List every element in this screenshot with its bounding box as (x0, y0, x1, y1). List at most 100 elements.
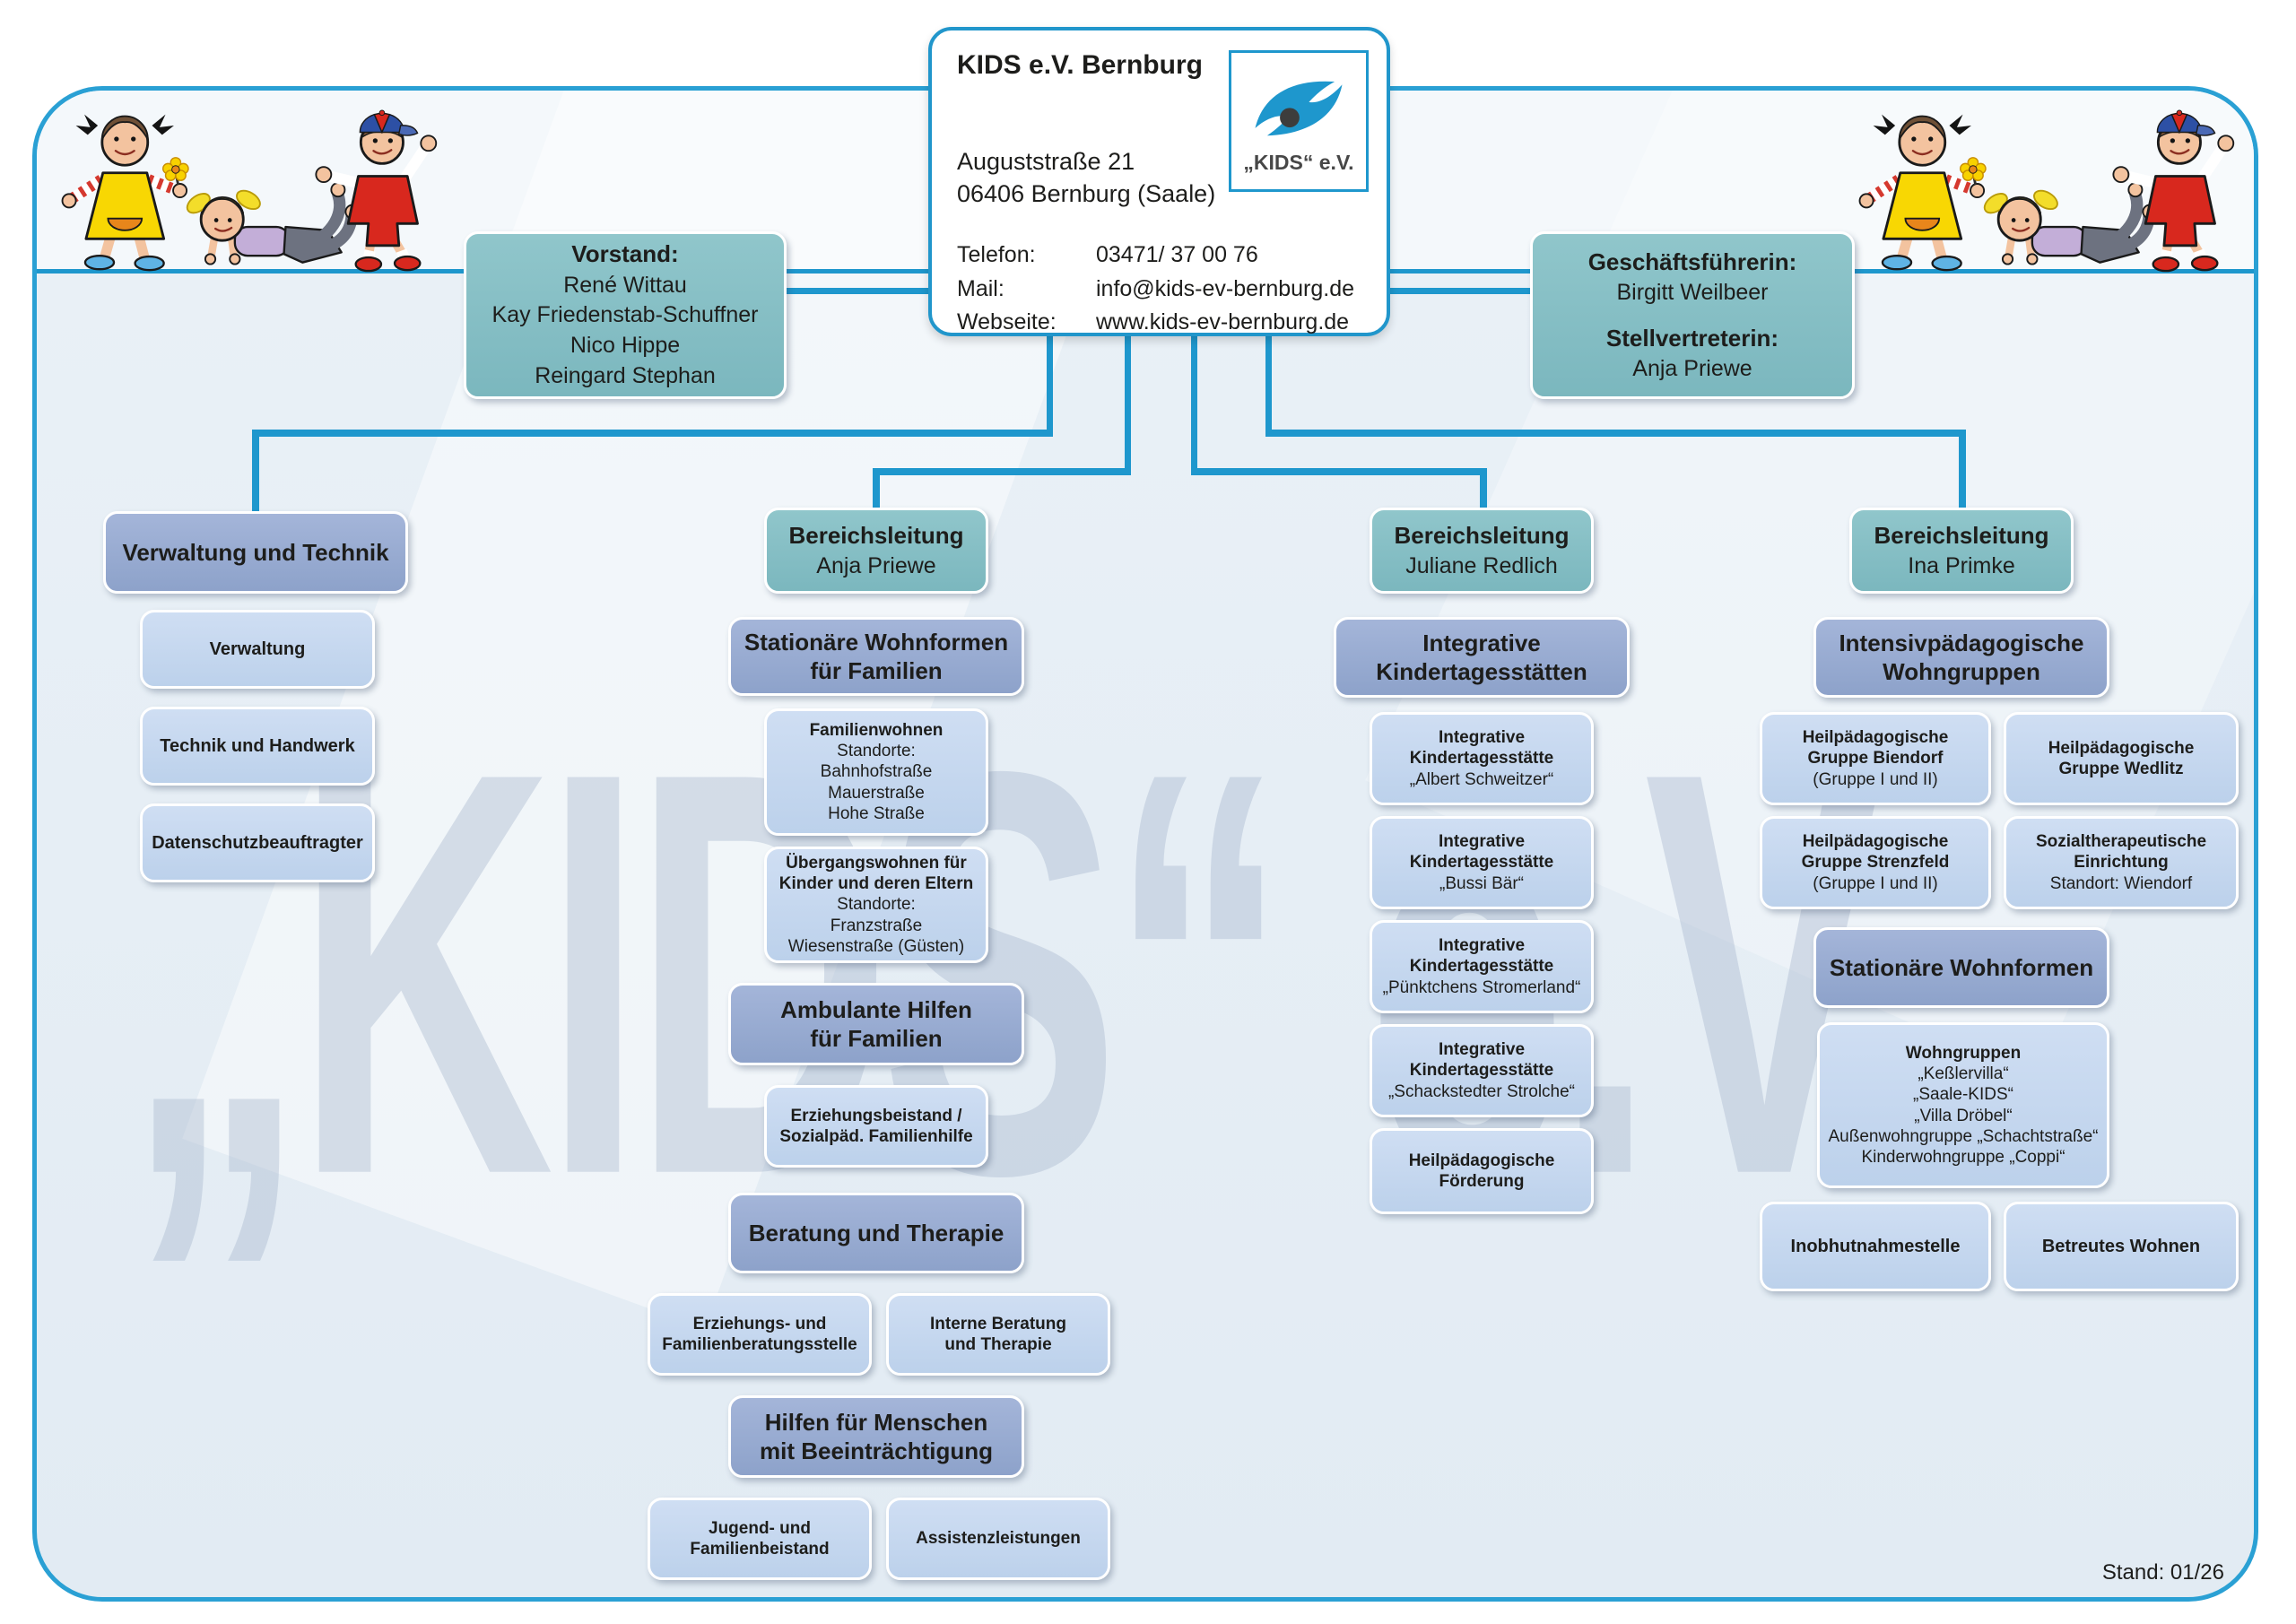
item-label: Technik und Handwerk (160, 736, 355, 756)
item-lines: „Keßlervilla“„Saale-KIDS“„Villa Dröbel“A… (1828, 1064, 2099, 1167)
item-label: Datenschutzbeauftragter (152, 833, 363, 853)
connector-line (1191, 334, 1197, 475)
contact-label: Webseite: (957, 309, 1057, 334)
item-sub: Standort: Wiendorf (2049, 873, 2193, 893)
cap-icon (2156, 109, 2216, 136)
section-label: Stationäre Wohnformen (1829, 953, 2094, 981)
connector-line (1265, 334, 1272, 437)
connector-line (1480, 468, 1487, 515)
lying-girl-illustration (1983, 182, 2158, 265)
lead-role: Bereichsleitung (788, 521, 964, 549)
connector-line (787, 288, 928, 294)
box-verwaltung-und-technik: Verwaltung und Technik (103, 511, 408, 594)
contact-list: Telefon: 03471/ 37 00 76 Mail: info@kids… (957, 239, 1354, 340)
box-stationaere-wohnformen: Stationäre Wohnformen (1813, 927, 2109, 1008)
children-illustration-right (1858, 109, 2235, 273)
flower-icon (162, 157, 189, 181)
item-label: Inobhutnahmestelle (1790, 1237, 1961, 1256)
box-bereichsleitung-juliane-redlich: Bereichsleitung Juliane Redlich (1370, 508, 1594, 594)
lying-girl-illustration (186, 182, 361, 265)
item-title: Wohngruppen (1905, 1043, 2022, 1063)
box-verwaltung: Verwaltung (140, 610, 375, 689)
connector-line (873, 468, 1131, 475)
box-inobhutnahmestelle: Inobhutnahmestelle (1760, 1202, 1991, 1291)
box-bereichsleitung-anja-priewe: Bereichsleitung Anja Priewe (764, 508, 988, 594)
item-label: Betreutes Wohnen (2041, 1237, 2201, 1256)
lead-name: Ina Primke (1908, 552, 2015, 578)
contact-label: Mail: (957, 275, 1004, 301)
contact-value: 03471/ 37 00 76 (1096, 242, 1258, 267)
section-label: Verwaltung und Technik (122, 538, 389, 566)
kita-name: „Bussi Bär“ (1439, 873, 1524, 893)
gf-role: Geschäftsführerin: (1587, 248, 1797, 275)
item-title: Erziehungsbeistand /Sozialpäd. Familienh… (779, 1106, 973, 1146)
lead-name: Anja Priewe (816, 552, 936, 578)
kids-ev-logo: „KIDS“ e.V. (1229, 50, 1369, 192)
connector-line (1265, 430, 1966, 437)
box-geschaeftsfuehrung: Geschäftsführerin: Birgitt Weilbeer Stel… (1530, 231, 1855, 399)
stellvertreterin-name: Anja Priewe (1632, 355, 1752, 381)
contact-value: info@kids-ev-bernburg.de (1096, 275, 1355, 301)
boy-illustration (315, 109, 438, 273)
item-sub: (Gruppe I und II) (1813, 769, 1938, 789)
connector-line (1191, 468, 1487, 475)
contact-row: Telefon: 03471/ 37 00 76 (957, 239, 1354, 273)
box-betreutes-wohnen: Betreutes Wohnen (2004, 1202, 2239, 1291)
item-title: Familienwohnen (809, 721, 944, 741)
contact-value: www.kids-ev-bernburg.de (1096, 309, 1350, 334)
kita-name: „Pünktchens Stromerland“ (1382, 977, 1581, 997)
vorstand-title: Vorstand: (571, 240, 679, 268)
connector-line (1125, 334, 1131, 475)
box-erziehungsbeistand: Erziehungsbeistand /Sozialpäd. Familienh… (764, 1085, 988, 1168)
connector-line (873, 468, 880, 515)
connector-line (252, 430, 1053, 437)
connector-line (252, 430, 259, 515)
stellvertreterin-role: Stellvertreterin: (1605, 324, 1779, 352)
contact-label: Telefon: (957, 242, 1036, 267)
cap-icon (359, 109, 419, 136)
item-label: Verwaltung (209, 639, 306, 659)
kids-ev-watermark: „KIDS“ e.V. (126, 652, 1940, 1294)
section-label: Beratung und Therapie (748, 1219, 1004, 1246)
item-title: Assistenzleistungen (916, 1529, 1081, 1549)
lead-name: Juliane Redlich (1405, 552, 1558, 578)
